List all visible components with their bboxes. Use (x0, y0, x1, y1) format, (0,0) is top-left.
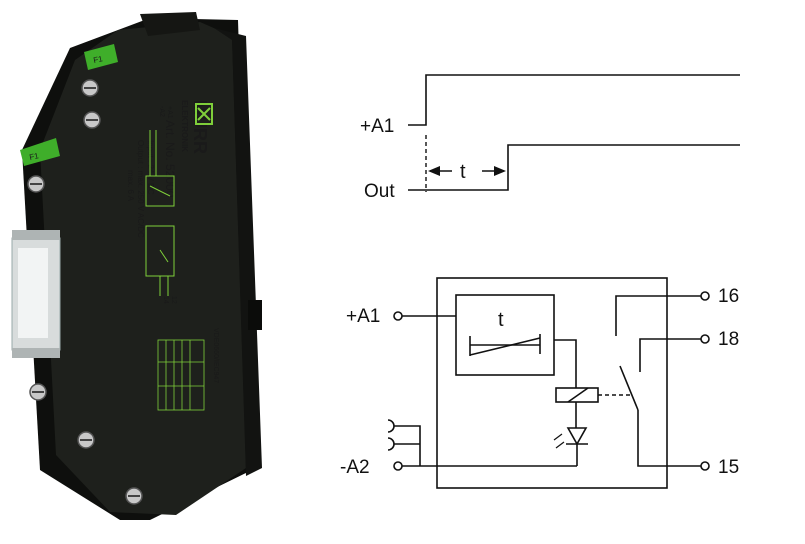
printed-12-label: 12 (170, 296, 177, 304)
pin-18-label: 18 (718, 329, 739, 350)
schematic-label-a2: -A2 (340, 457, 370, 478)
pin-15-label: 15 (718, 457, 739, 478)
terminal-15-icon (700, 461, 710, 471)
schematic-label-a1: +A1 (346, 306, 380, 327)
article-number: Art. No. 52000 (163, 120, 177, 198)
module-outline (436, 277, 668, 489)
timing-label-t: t (460, 161, 466, 183)
brand-subtext: ELEKTRONIK (180, 100, 189, 152)
brand-text: MURR (190, 100, 210, 154)
output-current-spec: max. 6 A (126, 170, 135, 202)
printed-a2-label: -A2 (158, 106, 165, 117)
timer-block (455, 294, 555, 376)
timing-diagram: +A1 Out t (360, 74, 740, 202)
changeover-contact (619, 365, 639, 411)
bridge-jumper-icon (387, 419, 421, 466)
schematic-label-t: t (498, 309, 504, 331)
circuit-schematic: +A1 t -A2 (340, 277, 739, 489)
out-signal-waveform (408, 144, 740, 191)
murr-logo-icon (195, 103, 213, 125)
printed-a1-label: +A1 (166, 106, 173, 119)
pin-16-label: 16 (718, 286, 739, 307)
a1-signal-waveform (408, 74, 740, 126)
relay-module-photo: F1 F1 MURR ELEKTRONIK Art. No. 52000 Inp… (11, 12, 262, 520)
relay-housing (40, 22, 246, 515)
led-icon (553, 427, 588, 466)
output-spec: Output : max. 250 V AC/DC (136, 140, 145, 238)
timing-label-a1: +A1 (360, 116, 394, 137)
timing-label-out: Out (364, 181, 395, 202)
terminal-a1-icon (393, 311, 403, 321)
delay-arrow (428, 166, 506, 176)
terminal-18-icon (700, 334, 710, 344)
printed-14-label: 14 (162, 296, 169, 304)
svg-text:F1: F1 (29, 151, 41, 162)
terminal-16-icon (700, 291, 710, 301)
terminal-block-left (20, 138, 60, 166)
svg-text:F1: F1 (93, 54, 105, 65)
standard-text: VDE0660/IEC947 (212, 328, 219, 383)
terminal-block-top (84, 44, 118, 70)
terminal-a2-icon (393, 461, 403, 471)
